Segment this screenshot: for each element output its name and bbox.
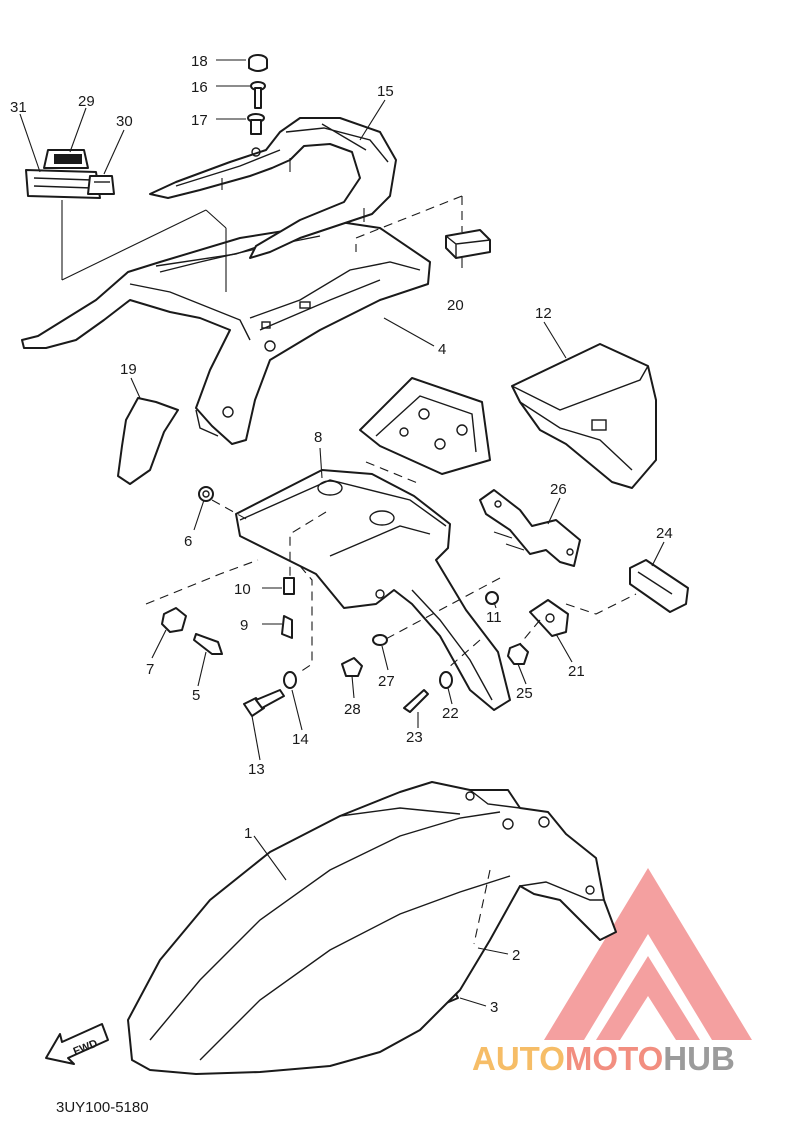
- watermark-word-hub: HUB: [663, 1040, 735, 1077]
- callout-11: 11: [486, 609, 502, 626]
- callout-12: 12: [535, 305, 552, 322]
- callout-15: 15: [377, 83, 394, 100]
- decal-set: [25, 149, 115, 199]
- callout-8: 8: [314, 429, 322, 446]
- callout-leaders: [19, 59, 665, 1007]
- part-20-pad: [445, 229, 491, 259]
- diagram-part-code: 3UY100-5180: [56, 1099, 149, 1116]
- part-24-reflector: [629, 559, 689, 613]
- callout-24: 24: [656, 525, 673, 542]
- part-8-fender-bracket: [235, 469, 511, 711]
- callout-30: 30: [116, 113, 133, 130]
- watermark-logo: [544, 868, 752, 1040]
- part-1-rear-fender: [127, 781, 617, 1075]
- callout-9: 9: [240, 617, 248, 634]
- watermark-word-moto: MOTO: [565, 1040, 663, 1077]
- callout-6: 6: [184, 533, 192, 550]
- callout-25: 25: [516, 685, 533, 702]
- part-19-flap: [117, 397, 179, 485]
- callout-10: 10: [234, 581, 251, 598]
- part-21-reflector-bracket: [529, 599, 569, 637]
- part-26-plate-bracket: [479, 489, 581, 567]
- callout-22: 22: [442, 705, 459, 722]
- callout-4: 4: [438, 341, 446, 358]
- callout-23: 23: [406, 729, 423, 746]
- callout-20: 20: [447, 297, 464, 314]
- callout-14: 14: [292, 731, 309, 748]
- callout-28: 28: [344, 701, 361, 718]
- callout-1: 1: [244, 825, 252, 842]
- callout-17: 17: [191, 112, 208, 129]
- callout-7: 7: [146, 661, 154, 678]
- callout-18: 18: [191, 53, 208, 70]
- callout-5: 5: [192, 687, 200, 704]
- callout-26: 26: [550, 481, 567, 498]
- callout-numbers: 18 16 17 15 31 29 30 20 4 12 19 8 26 6 2…: [10, 53, 673, 1016]
- mount-bracket-upper: [359, 377, 491, 475]
- part-12-rear-case: [511, 343, 657, 489]
- callout-29: 29: [78, 93, 95, 110]
- watermark-word-auto: AUTO: [472, 1040, 565, 1077]
- callout-13: 13: [248, 761, 265, 778]
- assembly-lines: [61, 195, 637, 945]
- fwd-arrow-icon: FWD: [45, 1023, 109, 1065]
- callout-27: 27: [378, 673, 395, 690]
- callout-31: 31: [10, 99, 27, 116]
- watermark-text: AUTOMOTOHUB: [472, 1040, 735, 1077]
- part-15-grab-bar: [149, 117, 397, 259]
- decal-31-shape: [25, 169, 101, 199]
- callout-19: 19: [120, 361, 137, 378]
- callout-21: 21: [568, 663, 585, 680]
- callout-2: 2: [512, 947, 520, 964]
- callout-3: 3: [490, 999, 498, 1016]
- watermark-triangle: [544, 868, 752, 1040]
- svg-text:AUTOMOTOHUB: AUTOMOTOHUB: [472, 1040, 735, 1077]
- decal-30-shape: [87, 175, 115, 195]
- callout-16: 16: [191, 79, 208, 96]
